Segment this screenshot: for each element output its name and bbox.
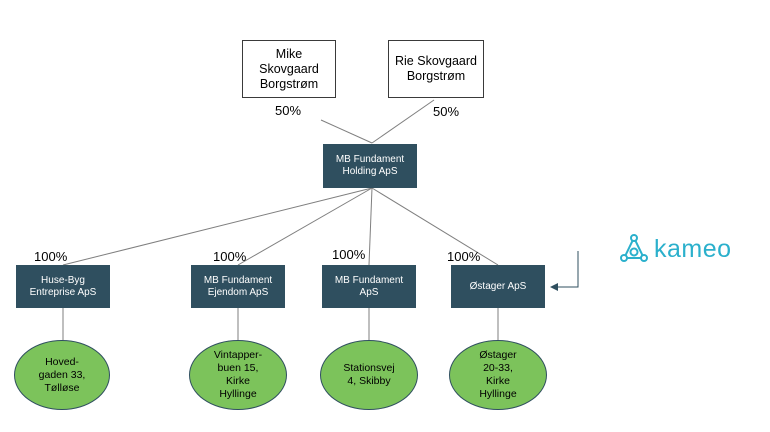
- subsidiary-fundament-aps-box: MB Fundament ApS: [322, 265, 416, 308]
- subsidiary-ostager-share: 100%: [447, 249, 481, 264]
- subsidiary-fundament-aps-share: 100%: [332, 247, 366, 262]
- owner-rie-share: 50%: [433, 104, 460, 119]
- subsidiary-ejendom-box: MB Fundament Ejendom ApS: [191, 265, 285, 308]
- property-stationsvej: Stationsvej 4, Skibby: [320, 340, 418, 410]
- kameo-logo-text: kameo: [654, 235, 732, 263]
- owner-mike-share: 50%: [275, 103, 302, 118]
- subsidiary-ejendom-share: 100%: [213, 249, 247, 264]
- subsidiary-huse-byg-share: 100%: [34, 249, 68, 264]
- subsidiary-huse-byg-box: Huse-Byg Entreprise ApS: [16, 265, 110, 308]
- kameo-logo: kameo: [618, 233, 732, 265]
- property-vintapperbuen: Vintapper- buen 15, Kirke Hyllinge: [189, 340, 287, 410]
- subsidiary-ostager-box: Østager ApS: [451, 265, 545, 308]
- property-ostager: Østager 20-33, Kirke Hyllinge: [449, 340, 547, 410]
- holding-company-box: MB Fundament Holding ApS: [323, 144, 417, 188]
- owner-rie-box: Rie Skovgaard Borgstrøm: [388, 40, 484, 98]
- owner-mike-box: Mike Skovgaard Borgstrøm: [242, 40, 336, 98]
- property-hovedgaden: Hoved- gaden 33, Tølløse: [14, 340, 110, 410]
- kameo-logo-icon: [620, 234, 648, 262]
